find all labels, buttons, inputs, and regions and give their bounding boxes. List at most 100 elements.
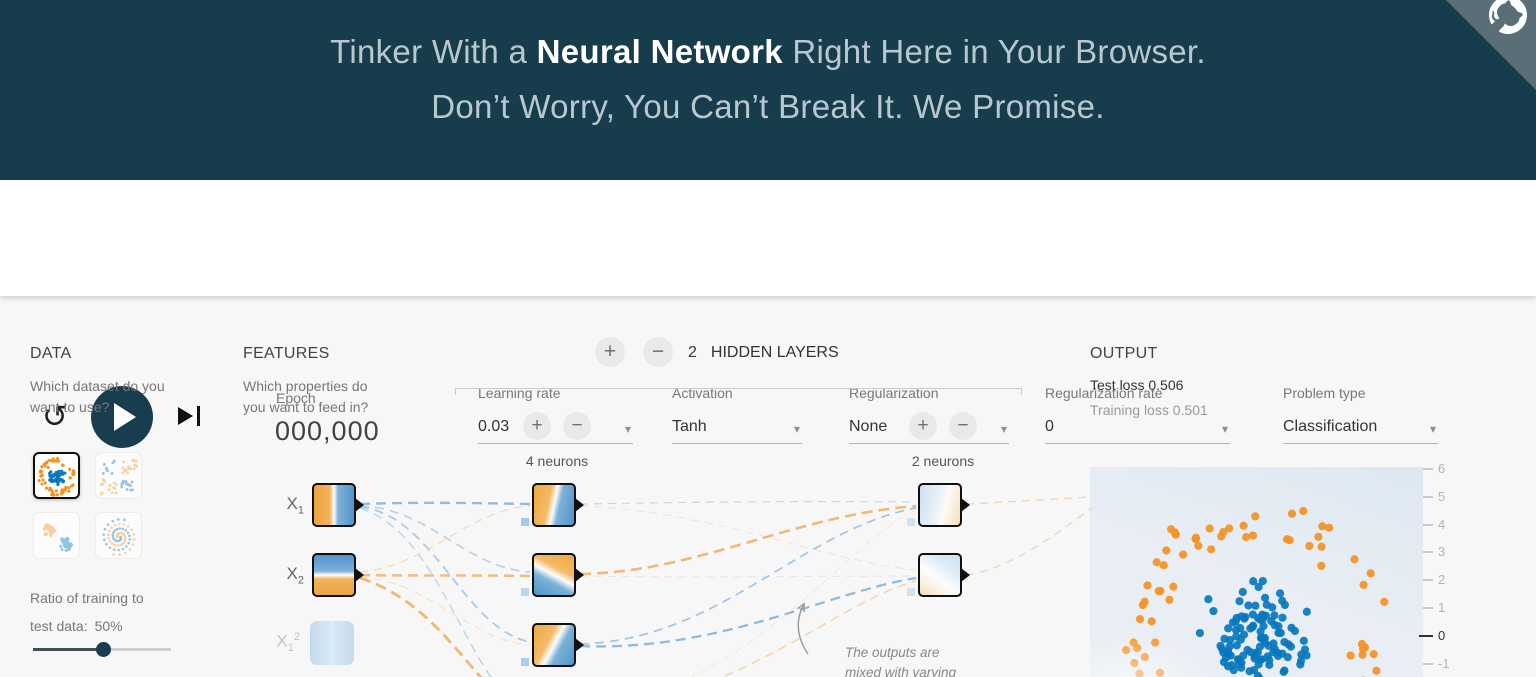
dataset-thumb-gaussian[interactable] xyxy=(33,512,80,559)
gaussian-dataset-preview xyxy=(42,522,73,552)
y-axis-tick xyxy=(1423,523,1433,526)
callout-line1: The outputs are xyxy=(845,645,940,660)
learning-rate-label: Learning rate xyxy=(478,385,561,401)
output-chart xyxy=(1090,467,1423,677)
bias-indicator xyxy=(521,658,529,666)
hero-title-line1: Tinker With a Neural Network Right Here … xyxy=(0,33,1536,71)
reset-button[interactable]: ↺ xyxy=(38,398,72,436)
y-axis-tick xyxy=(1423,579,1433,582)
regularization-rate-value: 0 xyxy=(1045,418,1054,435)
ratio-label-line1: Ratio of training to xyxy=(30,590,144,606)
decision-background xyxy=(1090,467,1423,677)
learning-rate-value: 0.03 xyxy=(478,418,510,435)
github-octocat-icon[interactable] xyxy=(1481,0,1535,42)
bias-indicator xyxy=(907,518,915,526)
layer1-neuron-1[interactable] xyxy=(521,483,576,527)
chevron-down-icon: ▾ xyxy=(793,422,800,436)
problem-type-dropdown[interactable]: Problem type Classification▾ xyxy=(1283,385,1438,444)
y-axis-label: 5 xyxy=(1438,488,1446,504)
training-loss: Training loss 0.501 xyxy=(1090,402,1208,418)
regularization-dropdown[interactable]: Regularization None ▾ xyxy=(849,385,1009,444)
activation-label: Activation xyxy=(672,385,733,401)
activation-dropdown[interactable]: Activation Tanh ▾ xyxy=(672,385,802,444)
chevron-down-icon: ▾ xyxy=(1221,422,1228,436)
layer2-remove-neuron-button[interactable]: − xyxy=(949,412,977,440)
add-layer-button[interactable]: + xyxy=(595,337,625,367)
plus-icon: + xyxy=(603,340,617,363)
layer2-neuron-1[interactable] xyxy=(907,483,962,527)
layer1-add-neuron-button[interactable]: + xyxy=(523,412,551,440)
features-question: Which properties do you want to feed in? xyxy=(243,378,369,415)
feature-node-x1-squared[interactable] xyxy=(310,621,354,665)
step-button[interactable] xyxy=(178,402,210,430)
y-axis-tick xyxy=(1423,468,1433,470)
spiral-dataset-preview xyxy=(101,517,136,556)
play-button[interactable] xyxy=(91,386,153,448)
feature-label-x2: X2 xyxy=(286,564,304,587)
regularization-label: Regularization xyxy=(849,385,939,401)
hero-title-pre: Tinker With a xyxy=(330,33,537,70)
layer1-neuron-count: 4 neurons xyxy=(525,453,589,469)
problem-type-value: Classification xyxy=(1283,418,1378,435)
chevron-down-icon: ▾ xyxy=(624,422,631,436)
bias-indicator xyxy=(907,588,915,596)
feature-node-x2[interactable] xyxy=(312,553,356,597)
chevron-down-icon: ▾ xyxy=(1000,422,1007,436)
dataset-thumb-spiral[interactable] xyxy=(95,512,142,559)
minus-icon: − xyxy=(571,415,583,436)
layer2-add-neuron-button[interactable]: + xyxy=(909,412,937,440)
hero-title-post: Right Here in Your Browser. xyxy=(782,33,1206,70)
test-loss: Test loss 0.506 xyxy=(1090,377,1184,393)
hidden-layers-count: 2 xyxy=(688,344,697,361)
y-axis-tick xyxy=(1423,607,1433,609)
activation-value: Tanh xyxy=(672,418,707,435)
learning-rate-dropdown[interactable]: Learning rate 0.03 ▾ xyxy=(478,385,633,444)
epoch-value: 000,000 xyxy=(275,416,380,446)
y-axis-tick xyxy=(1423,551,1433,554)
data-question: Which dataset do you want to use? xyxy=(30,378,165,415)
dataset-thumb-circle[interactable] xyxy=(33,452,80,499)
minus-icon: − xyxy=(957,415,969,436)
play-icon xyxy=(114,403,136,431)
step-forward-icon xyxy=(178,407,193,425)
remove-layer-button[interactable]: − xyxy=(643,337,673,367)
y-axis-tick xyxy=(1423,495,1433,498)
ratio-label-line2: test data:50% xyxy=(30,618,123,634)
plus-icon: + xyxy=(917,415,929,436)
y-axis-label: 3 xyxy=(1438,544,1446,560)
regularization-value: None xyxy=(849,418,888,435)
xor-dataset-preview xyxy=(99,458,138,496)
train-test-ratio-slider[interactable] xyxy=(33,641,171,657)
feature-node-x1[interactable] xyxy=(312,483,356,527)
callout-line2: mixed with varying xyxy=(845,665,957,677)
y-axis-label: -1 xyxy=(1438,655,1450,671)
dataset-thumb-xor[interactable] xyxy=(95,452,142,499)
y-axis-label: 0 xyxy=(1438,627,1446,643)
regularization-rate-label: Regularization rate xyxy=(1045,385,1163,401)
hero-title-line2: Don’t Worry, You Can’t Break It. We Prom… xyxy=(431,88,1105,125)
regularization-rate-dropdown[interactable]: Regularization rate 0 ▾ xyxy=(1045,385,1230,444)
problem-type-label: Problem type xyxy=(1283,385,1366,401)
hero-title-bold: Neural Network xyxy=(536,33,783,70)
y-axis-label: 4 xyxy=(1438,516,1446,532)
feature-label-x1sq: X12 xyxy=(276,631,300,655)
layer2-neuron-2[interactable] xyxy=(907,553,962,597)
epoch-label: Epoch xyxy=(276,390,316,406)
layer1-remove-neuron-button[interactable]: − xyxy=(563,412,591,440)
reset-icon: ↺ xyxy=(42,399,68,434)
layers-bracket xyxy=(455,388,1022,395)
features-heading: FEATURES xyxy=(243,345,330,362)
layer2-neuron-count: 2 neurons xyxy=(911,453,975,469)
output-heading: OUTPUT xyxy=(1090,345,1158,362)
test-loss-value: 0.506 xyxy=(1148,377,1184,393)
layer1-neuron-3[interactable] xyxy=(521,623,576,667)
layer1-neuron-2[interactable] xyxy=(521,553,576,597)
y-axis-label: 6 xyxy=(1438,461,1446,476)
slider-thumb[interactable] xyxy=(96,642,111,657)
control-bar: ↺ Epoch 000,000 Learning rate 0.03 ▾ Acti… xyxy=(0,180,1536,448)
training-loss-value: 0.501 xyxy=(1172,402,1208,418)
ratio-value: 50% xyxy=(94,618,123,634)
minus-icon: − xyxy=(651,340,665,363)
